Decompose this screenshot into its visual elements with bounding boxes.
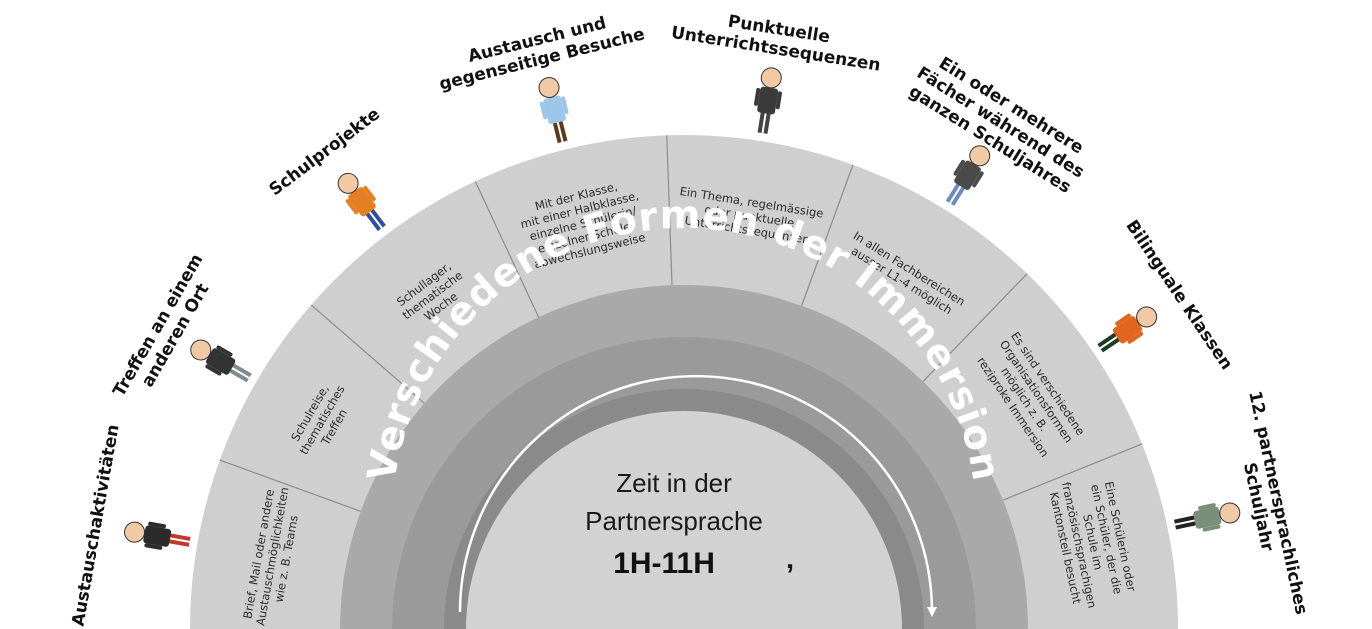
segment-divider-1 xyxy=(219,459,361,512)
center-line-1: Zeit in der xyxy=(616,468,732,498)
category-label-7-line-1: Bilinguale Klassen xyxy=(1121,217,1236,374)
center-line-2: Partnersprache xyxy=(585,506,763,536)
time-arrow xyxy=(458,374,937,617)
segment-divider-5 xyxy=(801,164,854,306)
segment-divider-4 xyxy=(666,135,673,286)
character-figure-5 xyxy=(754,67,782,134)
segment-divider-6 xyxy=(922,273,1028,382)
center-disc xyxy=(466,411,902,629)
character-figure-2 xyxy=(190,339,252,383)
category-label-7: Bilinguale Klassen xyxy=(1121,217,1236,374)
character-figure-7 xyxy=(1097,306,1158,353)
category-label-1: Austauschaktivitäten xyxy=(68,423,123,628)
segment-divider-2 xyxy=(310,304,425,404)
character-figure-4 xyxy=(538,77,569,144)
category-label-1-line-1: Austauschaktivitäten xyxy=(68,423,123,628)
segment-divider-7 xyxy=(1002,443,1143,501)
category-label-3: Schulprojekte xyxy=(266,104,384,200)
segment-divider-3 xyxy=(474,181,540,318)
center-range: 1H-11H xyxy=(613,547,715,580)
character-figure-6 xyxy=(945,145,991,206)
category-label-6-line-2: Fächer während des xyxy=(913,63,1088,182)
character-figure-1 xyxy=(124,521,191,550)
segment-dividers xyxy=(219,135,1143,512)
character-figure-8 xyxy=(1173,502,1241,532)
category-label-3-line-1: Schulprojekte xyxy=(266,104,384,200)
character-figures xyxy=(124,67,1241,550)
character-figure-3 xyxy=(337,172,386,232)
center-mark: ‚ xyxy=(786,542,794,575)
